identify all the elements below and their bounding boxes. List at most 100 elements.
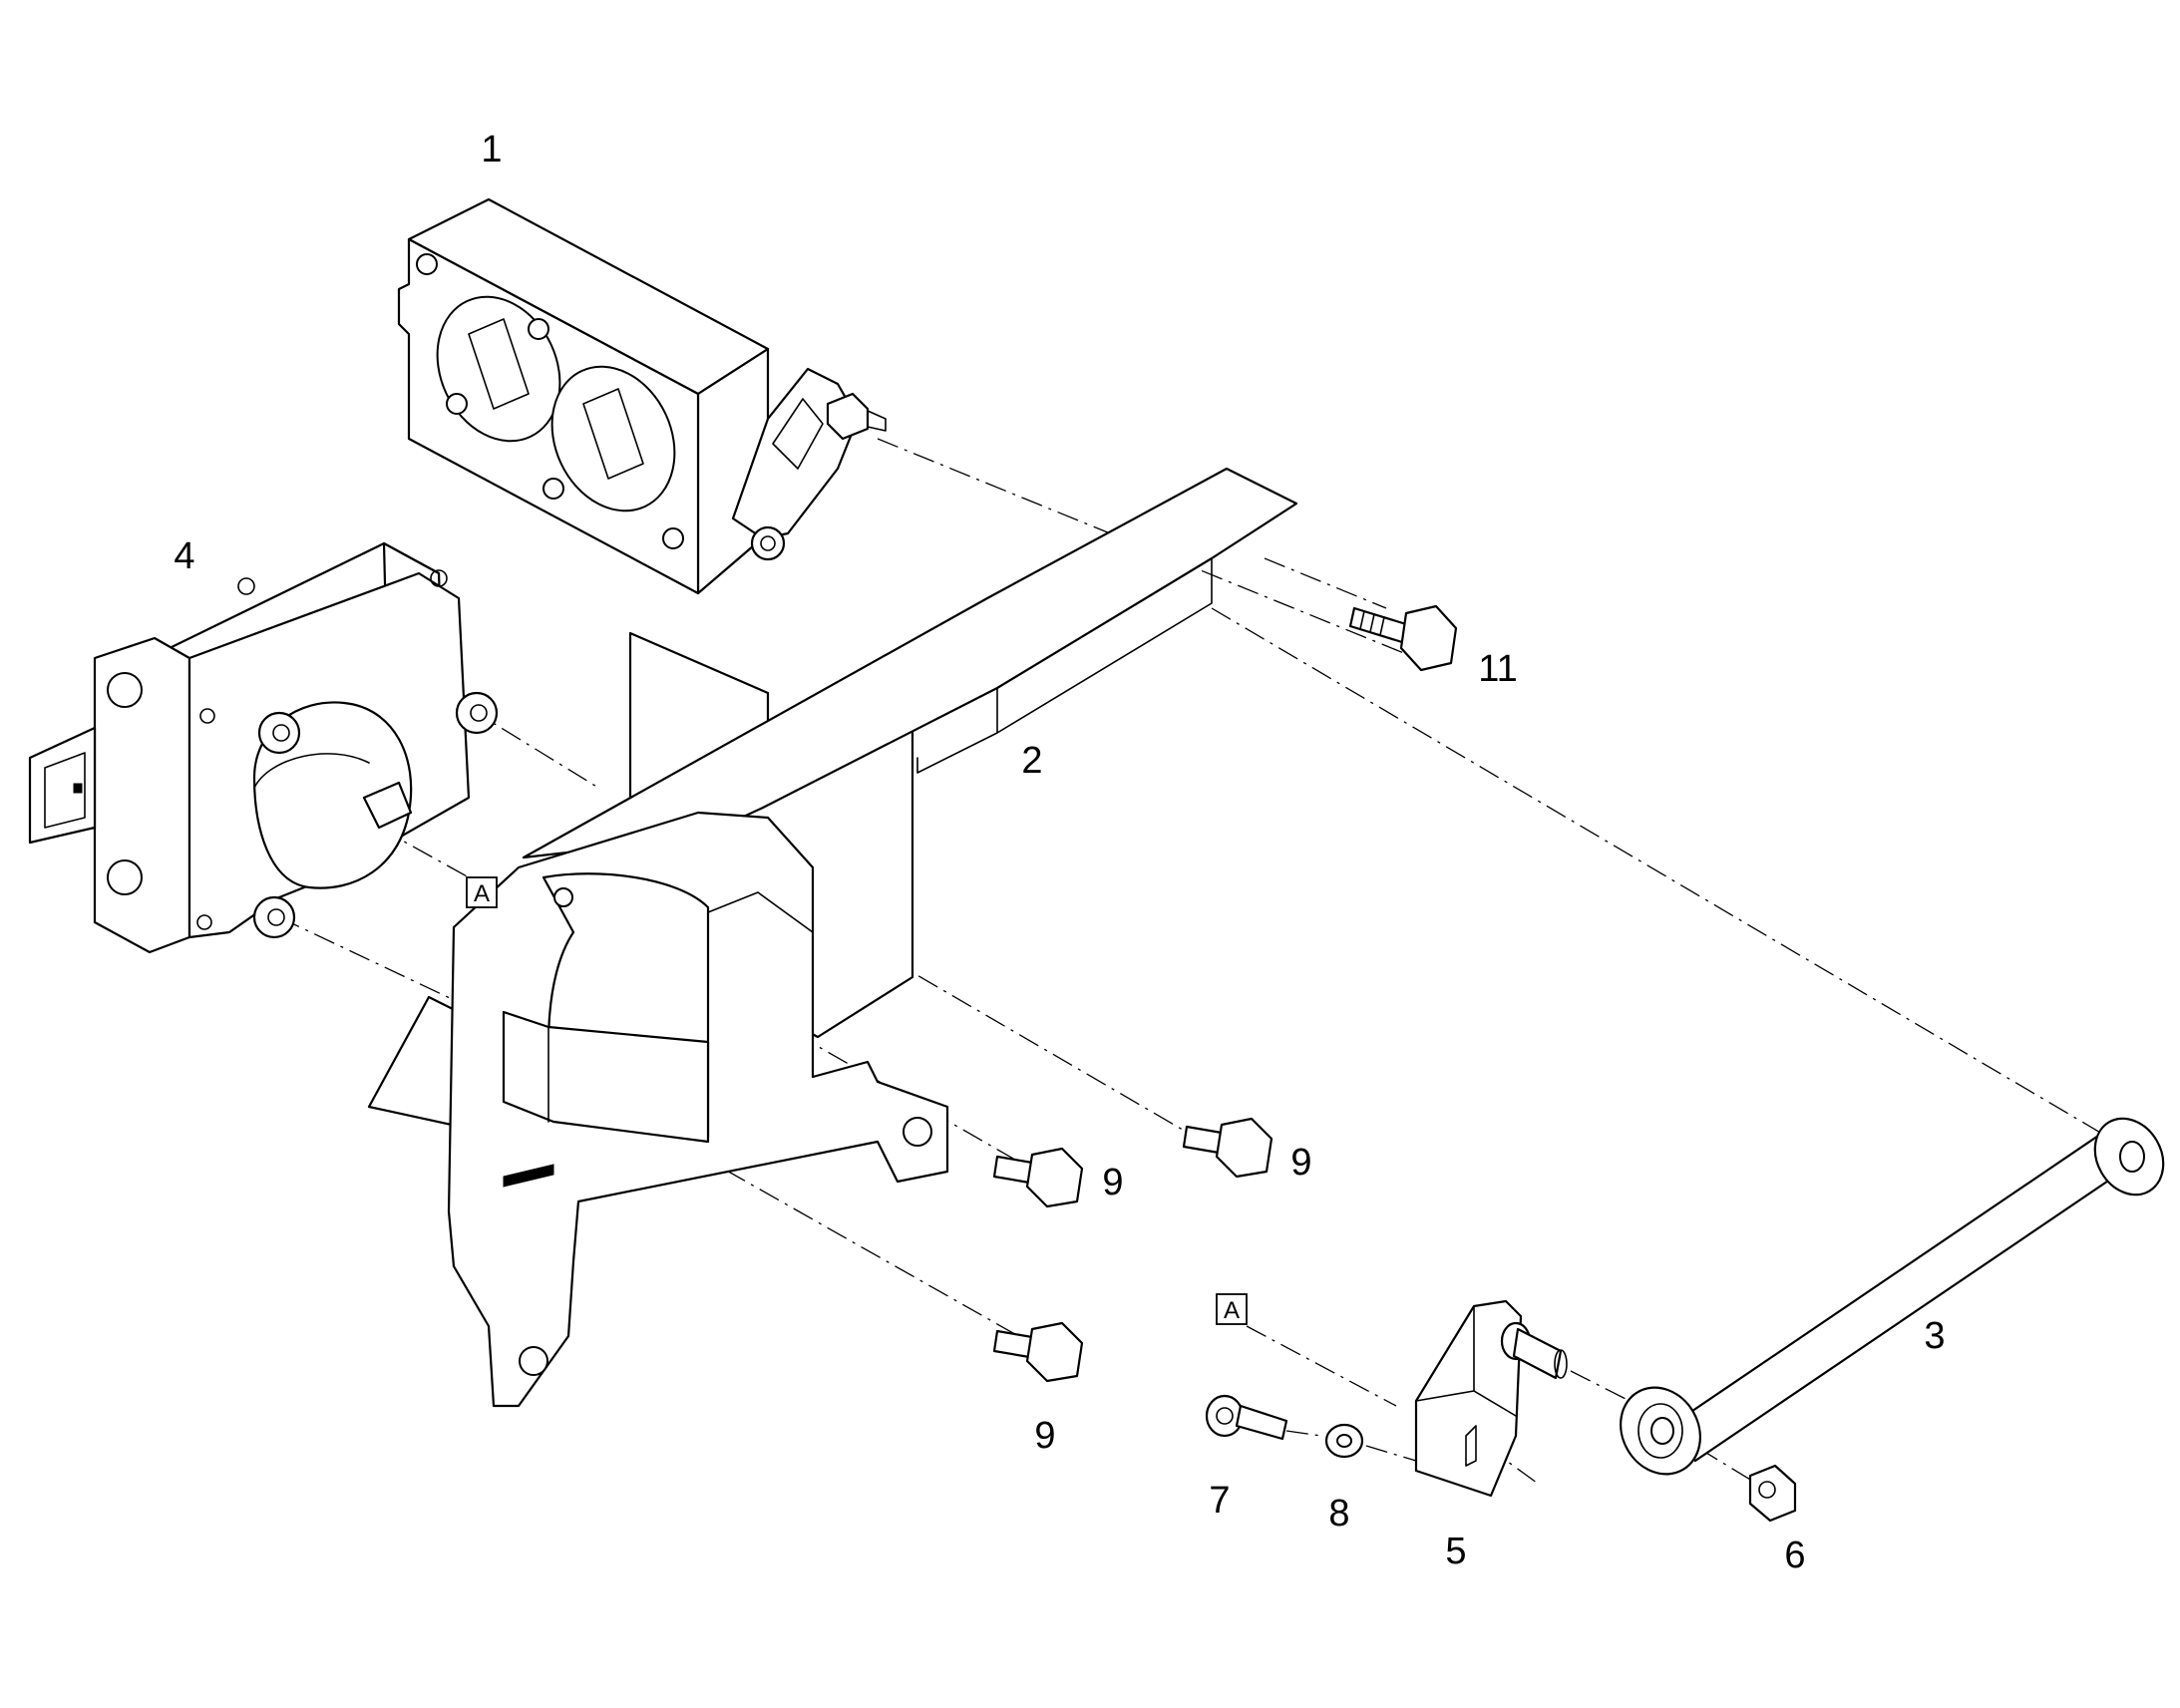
callout-8: 8	[1328, 1493, 1349, 1535]
mounting-bracket	[367, 467, 1298, 1408]
bolt-9-lower	[992, 1321, 1084, 1383]
throttle-lever-slot	[772, 398, 824, 470]
callout-9-upper: 9	[1102, 1162, 1123, 1203]
bolt-9-upper	[992, 1147, 1084, 1208]
actuator-screw-2	[430, 569, 448, 587]
actuator-boss-upper-left-bore	[272, 724, 290, 742]
bolt-11-shank	[1348, 606, 1408, 644]
lever-5-ball-stud-tip	[1554, 1349, 1568, 1379]
nut-6	[1748, 1464, 1797, 1523]
callout-7: 7	[1209, 1480, 1230, 1522]
throttle-hole-3	[446, 393, 468, 415]
bracket-hole-bottom-tab	[519, 1346, 548, 1376]
bolt-11	[1348, 604, 1458, 672]
callout-6: 6	[1784, 1535, 1805, 1576]
bracket-scoop-edge	[547, 891, 814, 1123]
bolt-11-head	[1399, 604, 1458, 672]
actuator-boss-upper-right-bore	[470, 704, 488, 722]
callout-2: 2	[1021, 740, 1042, 782]
center-line-bracket-to-bolt-11	[1264, 557, 1387, 609]
link-rod-upper-eye-bore	[2119, 1141, 2145, 1173]
reference-marker-a-upper-label: A	[474, 880, 490, 907]
actuator-connector-latch	[44, 752, 86, 829]
callout-4: 4	[174, 535, 194, 577]
actuator-boss-lower-bore	[267, 908, 285, 926]
bracket-hole-side-tab	[903, 1117, 932, 1147]
throttle-hole-5	[662, 527, 684, 549]
actuator-flange-hole-upper	[107, 672, 143, 708]
washer-8-inner	[1336, 1434, 1352, 1448]
throttle-bore-right	[550, 365, 676, 512]
callout-11: 11	[1478, 648, 1517, 690]
center-line-bracket-to-bolt-9-right	[817, 916, 1213, 1148]
bolt-9-upper-head	[1025, 1147, 1084, 1208]
reference-marker-a-lower: A	[1216, 1293, 1248, 1325]
bolt-9-lower-head	[1025, 1321, 1084, 1383]
bracket-slot	[503, 1164, 554, 1188]
throttle-lever	[731, 367, 860, 540]
actuator-boss-lower	[252, 895, 296, 939]
screw-7-shank	[1235, 1404, 1288, 1441]
throttle-lever-pivot-socket	[760, 535, 776, 551]
link-rod-lower-eye-bore	[1650, 1417, 1674, 1445]
throttle-plate-right	[582, 388, 644, 480]
bolt-9-right-shank	[1182, 1125, 1224, 1155]
screw-7	[1205, 1394, 1288, 1441]
center-line-actuator-lower	[278, 916, 470, 1008]
reference-marker-a-upper: A	[466, 876, 498, 908]
actuator-screw-1	[237, 577, 255, 595]
bolt-9-right-head	[1215, 1117, 1273, 1179]
lever-5-edge	[1415, 1305, 1517, 1417]
throttle-hole-2	[528, 318, 549, 340]
actuator	[28, 541, 499, 954]
lever-5-body	[1414, 1299, 1523, 1498]
center-line-washer-to-lever	[1365, 1445, 1417, 1462]
bolt-9-upper-shank	[992, 1155, 1034, 1185]
lever-5	[1414, 1299, 1568, 1498]
callout-3: 3	[1924, 1315, 1945, 1357]
actuator-boss-upper-right	[455, 691, 499, 735]
callout-9-lower: 9	[1034, 1415, 1055, 1457]
screw-7-head	[1205, 1394, 1245, 1438]
screw-7-socket	[1216, 1407, 1234, 1425]
center-line-ballstud-to-rod	[1570, 1370, 1636, 1405]
link-rod	[1620, 1117, 2165, 1476]
bolt-9-right	[1182, 1117, 1273, 1179]
throttle-body	[397, 197, 887, 595]
throttle-lever-nut	[826, 392, 870, 441]
throttle-hole-1	[416, 253, 438, 275]
callout-1: 1	[481, 129, 502, 171]
center-line-screw-to-washer	[1285, 1430, 1322, 1437]
throttle-hole-4	[543, 478, 564, 500]
actuator-gear-cover-rim	[253, 753, 370, 789]
bolt-11-thread	[1359, 610, 1385, 636]
callout-5: 5	[1445, 1531, 1466, 1572]
actuator-screw-3	[199, 708, 215, 724]
reference-marker-a-lower-box	[1216, 1293, 1248, 1325]
link-rod-bar	[1668, 1130, 2131, 1463]
actuator-shaft	[362, 781, 413, 830]
link-rod-lower-eye-bushing	[1637, 1403, 1683, 1459]
actuator-flange-hole-lower	[107, 859, 143, 895]
callout-9-right: 9	[1290, 1142, 1311, 1184]
bracket-arm-underside	[916, 557, 1213, 774]
washer-8	[1324, 1423, 1364, 1459]
nut-6-bore	[1758, 1481, 1776, 1499]
reference-marker-a-lower-label: A	[1224, 1297, 1240, 1324]
actuator-connector	[28, 726, 97, 845]
lever-5-ball-stud	[1512, 1327, 1563, 1380]
throttle-lever-pivot	[750, 525, 786, 561]
center-line-bracket-to-rod-end	[1211, 607, 2125, 1148]
reference-marker-a-upper-box	[466, 876, 498, 908]
nut-6-body	[1748, 1464, 1797, 1523]
bracket-hole-upper	[553, 887, 573, 907]
throttle-plate-left	[468, 318, 530, 410]
throttle-lever-stud	[867, 410, 887, 432]
callout-labels: 1 2 3 4 5 6 7 8 9 9 9 11	[174, 129, 1945, 1576]
actuator-connector-pin	[73, 783, 83, 794]
actuator-screw-4	[196, 914, 212, 930]
actuator-boss-upper-left	[257, 711, 301, 755]
center-line-ref-a-to-lever	[1246, 1325, 1397, 1407]
bolt-9-lower-shank	[992, 1329, 1034, 1359]
